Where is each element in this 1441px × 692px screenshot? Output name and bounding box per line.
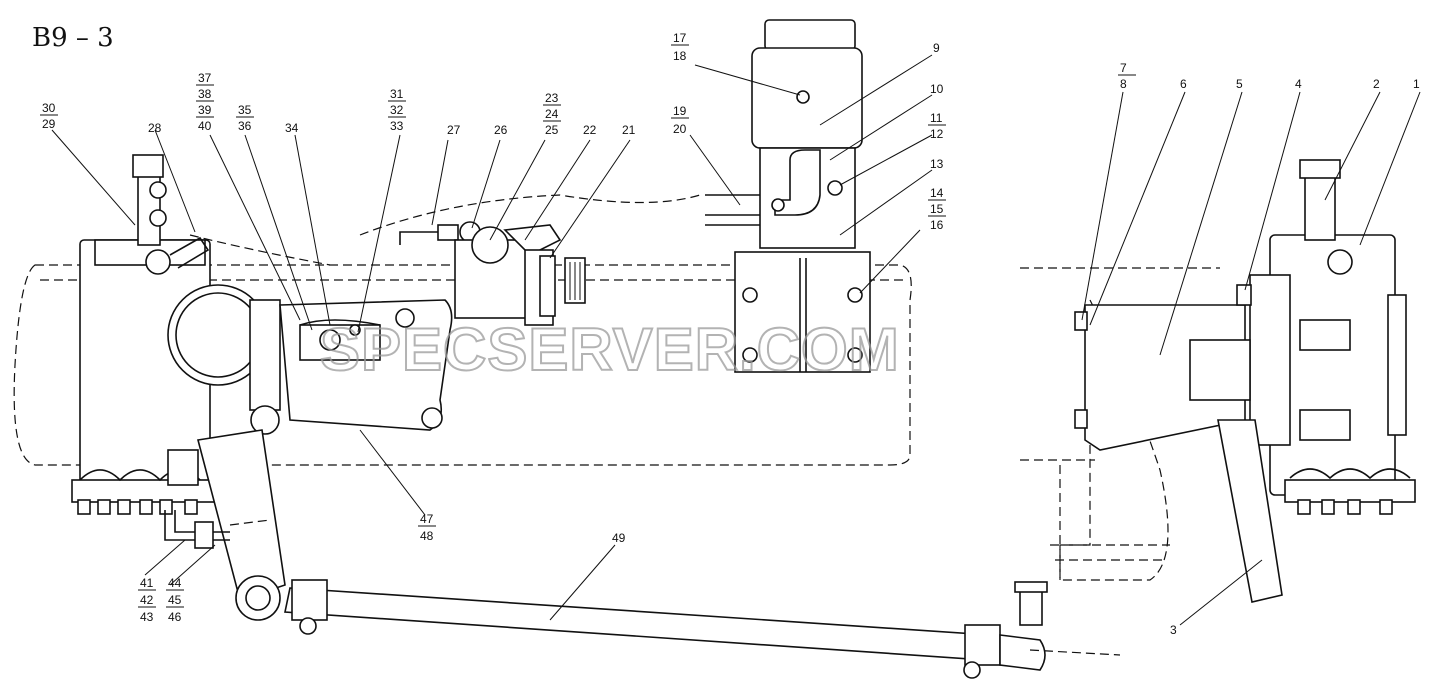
callout-30: 30 (42, 101, 56, 115)
callout-44: 44 (168, 576, 182, 590)
callout-35: 35 (238, 103, 252, 117)
callout-3: 3 (1170, 623, 1177, 637)
callout-10: 10 (930, 82, 944, 96)
callout-18: 18 (673, 49, 687, 63)
callout-23: 23 (545, 91, 559, 105)
callout-22: 22 (583, 123, 597, 137)
callout-11: 11 (930, 111, 943, 125)
callout-6: 6 (1180, 77, 1187, 91)
callout-47: 47 (420, 512, 434, 526)
callout-28: 28 (148, 121, 162, 135)
right-bottom-bolts (1297, 499, 1393, 515)
watermark-text: SPECSERVER.COM (320, 316, 900, 383)
callout-7: 7 (1120, 61, 1127, 75)
callout-43: 43 (140, 610, 154, 624)
bottom-bolts (77, 499, 198, 515)
callout-2: 2 (1373, 77, 1380, 91)
callout-41: 41 (140, 576, 154, 590)
right-bracket (1074, 284, 1252, 451)
callout-9: 9 (933, 41, 940, 55)
callout-17: 17 (673, 31, 687, 45)
right-pitman-arm (1217, 419, 1283, 603)
callout-49: 49 (612, 531, 626, 545)
mounting-bracket (279, 299, 453, 431)
steering-pump (454, 224, 586, 326)
callout-13: 13 (930, 157, 944, 171)
diagram-title: B9 – 3 (32, 23, 114, 53)
callout-33: 33 (390, 119, 404, 133)
callout-45: 45 (168, 593, 182, 607)
callout-31: 31 (390, 87, 404, 101)
callout-27: 27 (447, 123, 461, 137)
pitman-arm (197, 429, 286, 621)
callout-16: 16 (930, 218, 944, 232)
callout-21: 21 (622, 123, 636, 137)
callout-42: 42 (140, 593, 154, 607)
callout-26: 26 (494, 123, 508, 137)
callout-5: 5 (1236, 77, 1243, 91)
callout-32: 32 (390, 103, 404, 117)
steering-gear-right (1249, 159, 1416, 515)
callout-39: 39 (198, 103, 212, 117)
callout-36: 36 (238, 119, 252, 133)
callout-20: 20 (673, 122, 687, 136)
callout-15: 15 (930, 202, 944, 216)
steering-gear-left (71, 154, 281, 515)
callout-8: 8 (1120, 77, 1127, 91)
callout-labels: 30 29 28 37 38 39 40 35 36 34 31 32 33 2… (40, 31, 1420, 637)
callout-1: 1 (1413, 77, 1420, 91)
callout-40: 40 (198, 119, 212, 133)
oil-reservoir (751, 19, 863, 249)
callout-4: 4 (1295, 77, 1302, 91)
callout-14: 14 (930, 186, 944, 200)
callout-25: 25 (545, 123, 559, 137)
callout-37: 37 (198, 71, 212, 85)
callout-38: 38 (198, 87, 212, 101)
callout-12: 12 (930, 127, 944, 141)
callout-19: 19 (673, 104, 687, 118)
callout-34: 34 (285, 121, 299, 135)
tie-rod (284, 579, 1121, 679)
callout-48: 48 (420, 529, 434, 543)
callout-46: 46 (168, 610, 182, 624)
callout-24: 24 (545, 107, 559, 121)
reservoir-bracket (734, 251, 871, 373)
callout-29: 29 (42, 117, 56, 131)
leader-lines (51, 54, 1421, 626)
